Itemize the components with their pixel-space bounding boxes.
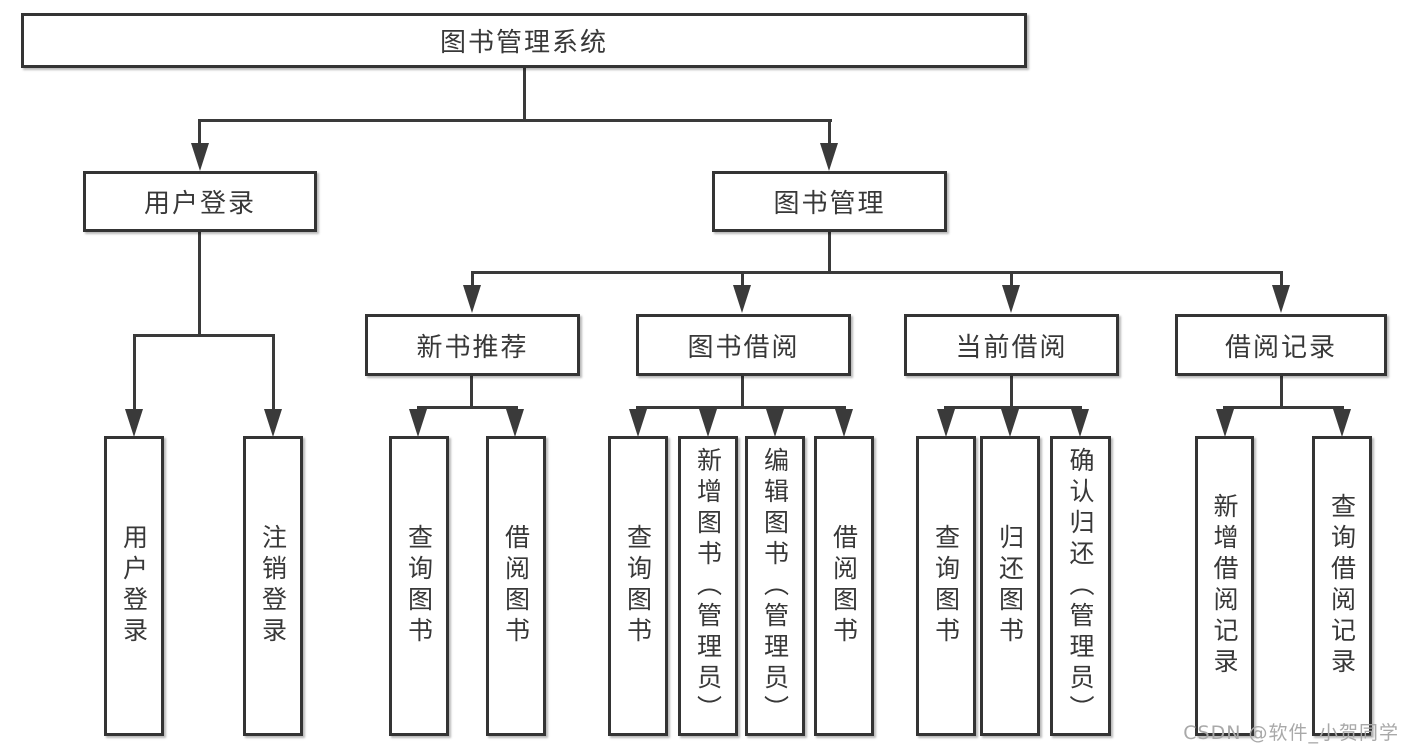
leaf-add-books-admin: 新增图书（管理员）	[678, 436, 738, 736]
leaf-label: 用户登录	[119, 524, 149, 648]
arrow-down-icon	[733, 285, 751, 313]
csdn-watermark: CSDN @软件_小贺同学	[1183, 722, 1399, 744]
leaf-label: 确认归还（管理员）	[1066, 446, 1095, 726]
arrow-down-icon	[191, 143, 209, 171]
connector-stem-user-login	[198, 119, 201, 146]
connector-stem-level3	[1280, 271, 1283, 287]
leaf-edit-books-admin: 编辑图书（管理员）	[745, 436, 805, 736]
leaf-label: 查询图书	[623, 524, 653, 648]
leaf-borrow-books-recommend: 借阅图书	[486, 436, 546, 736]
leaf-label: 查询图书	[931, 524, 961, 648]
node-library-system-root: 图书管理系统	[21, 13, 1027, 68]
connector-record-branch	[1223, 406, 1344, 409]
node-label: 图书管理	[773, 189, 886, 219]
leaf-label: 编辑图书（管理员）	[760, 446, 790, 726]
arrow-down-icon	[1071, 409, 1089, 437]
arrow-down-icon	[1333, 409, 1351, 437]
leaf-label: 新增图书（管理员）	[693, 446, 723, 726]
arrow-down-icon	[937, 409, 955, 437]
node-label: 用户登录	[143, 189, 256, 219]
leaf-label: 查询图书	[404, 524, 434, 648]
leaf-add-borrow-record: 新增借阅记录	[1195, 436, 1254, 736]
leaf-query-borrow-record: 查询借阅记录	[1312, 436, 1372, 736]
connector-borrow-drop	[741, 376, 744, 407]
arrow-down-icon	[766, 409, 784, 437]
arrow-down-icon	[1001, 409, 1019, 437]
node-label: 借阅记录	[1224, 332, 1337, 363]
leaf-return-books: 归还图书	[980, 436, 1040, 736]
connector-root-branch	[198, 119, 832, 122]
node-borrow-records: 借阅记录	[1175, 314, 1387, 376]
node-label: 图书管理系统	[439, 28, 608, 58]
arrow-down-icon	[506, 409, 524, 437]
leaf-label: 新增借阅记录	[1210, 493, 1239, 679]
connector-stem-book-mgmt	[828, 119, 831, 146]
arrow-down-icon	[820, 143, 838, 171]
connector-book-mgmt-branch	[471, 271, 1283, 274]
node-book-management: 图书管理	[712, 171, 947, 232]
connector-stem-level3	[471, 271, 474, 287]
arrow-down-icon	[1216, 409, 1234, 437]
arrow-down-icon	[1002, 285, 1020, 313]
node-current-borrow: 当前借阅	[904, 314, 1119, 376]
leaf-label: 注销登录	[258, 524, 288, 648]
node-user-login: 用户登录	[83, 171, 317, 232]
arrow-down-icon	[264, 409, 282, 437]
leaf-borrow-books: 借阅图书	[814, 436, 874, 736]
node-label: 图书借阅	[687, 332, 800, 363]
connector-stem-leaf	[272, 334, 275, 410]
connector-book-mgmt-drop	[828, 232, 831, 274]
arrow-down-icon	[629, 409, 647, 437]
leaf-logout: 注销登录	[243, 436, 303, 736]
leaf-confirm-return-admin: 确认归还（管理员）	[1050, 436, 1111, 736]
node-label: 当前借阅	[955, 332, 1068, 363]
leaf-label: 借阅图书	[501, 524, 531, 648]
connector-stem-level3	[1010, 271, 1013, 287]
connector-user-login-branch	[133, 334, 275, 337]
connector-new-book-branch	[417, 406, 518, 409]
node-book-borrow: 图书借阅	[636, 314, 851, 376]
leaf-query-books-current: 查询图书	[916, 436, 976, 736]
connector-user-login-drop	[198, 232, 201, 336]
arrow-down-icon	[125, 409, 143, 437]
connector-current-branch	[944, 406, 1082, 409]
connector-new-book-drop	[470, 376, 473, 407]
arrow-down-icon	[409, 409, 427, 437]
leaf-query-books-recommend: 查询图书	[389, 436, 449, 736]
connector-root-drop	[523, 68, 526, 121]
leaf-label: 归还图书	[995, 524, 1025, 648]
connector-borrow-branch	[636, 406, 846, 409]
arrow-down-icon	[835, 409, 853, 437]
arrow-down-icon	[463, 285, 481, 313]
connector-record-drop	[1280, 376, 1283, 407]
node-label: 新书推荐	[416, 332, 529, 363]
connector-stem-level3	[741, 271, 744, 287]
connector-stem-leaf	[133, 334, 136, 410]
leaf-query-books-borrow: 查询图书	[608, 436, 668, 736]
leaf-user-login: 用户登录	[104, 436, 164, 736]
leaf-label: 借阅图书	[829, 524, 859, 648]
arrow-down-icon	[1272, 285, 1290, 313]
leaf-label: 查询借阅记录	[1327, 493, 1357, 679]
connector-current-drop	[1010, 376, 1013, 407]
node-new-book-recommend: 新书推荐	[365, 314, 580, 376]
arrow-down-icon	[699, 409, 717, 437]
